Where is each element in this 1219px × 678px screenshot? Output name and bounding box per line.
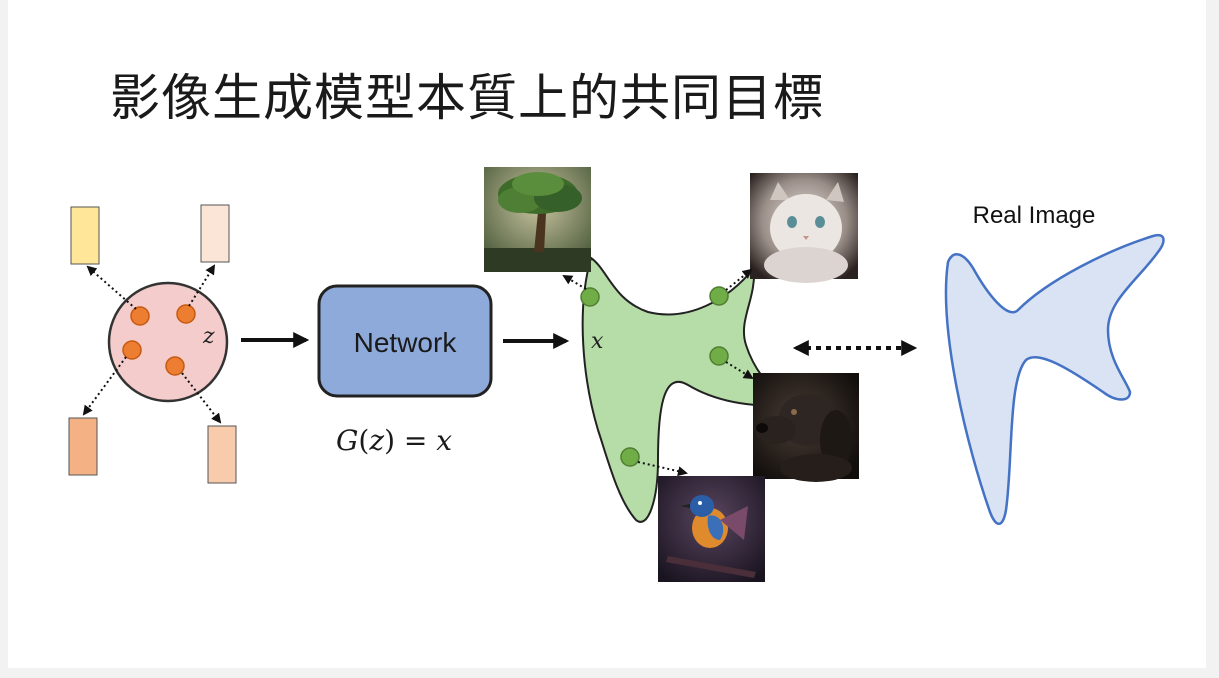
network-equation: G(z) = x [336, 424, 452, 457]
dotted-arrow [725, 361, 754, 380]
dotted-arrow [82, 356, 127, 416]
latent-vector-orange [68, 417, 98, 476]
cat-image [750, 173, 858, 283]
network-box [317, 284, 493, 398]
latent-label: z [202, 324, 215, 349]
generated-point [620, 447, 640, 467]
dotted-arrow [637, 461, 688, 477]
slide-title: 影像生成模型本質上的共同目標 [110, 69, 824, 127]
latent-point [176, 304, 196, 324]
latent-point [130, 306, 150, 326]
equation-close: ) [384, 424, 395, 457]
latent-vector-peach [207, 425, 237, 484]
equation-open: ( [358, 424, 369, 457]
latent-point [165, 356, 185, 376]
dog-image [753, 373, 859, 482]
equation-arg: z [368, 424, 384, 457]
latent-point [122, 340, 142, 360]
dotted-arrow [86, 265, 137, 310]
equation-rhs: x [436, 424, 452, 457]
tree-image [484, 167, 591, 272]
generated-label: x [591, 329, 604, 354]
bird-image [658, 476, 765, 582]
generated-point [709, 286, 729, 306]
equation-eq: = [395, 424, 436, 457]
real-distribution-shape [944, 233, 1165, 525]
generated-point [709, 346, 729, 366]
dotted-arrow [725, 268, 753, 291]
dotted-arrow [562, 274, 587, 290]
network-label: Network [354, 327, 458, 358]
generated-point [580, 287, 600, 307]
latent-vector-yellow [70, 206, 100, 265]
latent-vector-pink [200, 204, 230, 263]
dotted-arrow [181, 372, 222, 424]
slide: 影像生成模型本質上的共同目標 [8, 0, 1206, 668]
diagram: z Network G(z) = x x [68, 167, 1165, 582]
equation-fn: G [336, 424, 358, 457]
real-image-label: Real Image [973, 202, 1096, 229]
